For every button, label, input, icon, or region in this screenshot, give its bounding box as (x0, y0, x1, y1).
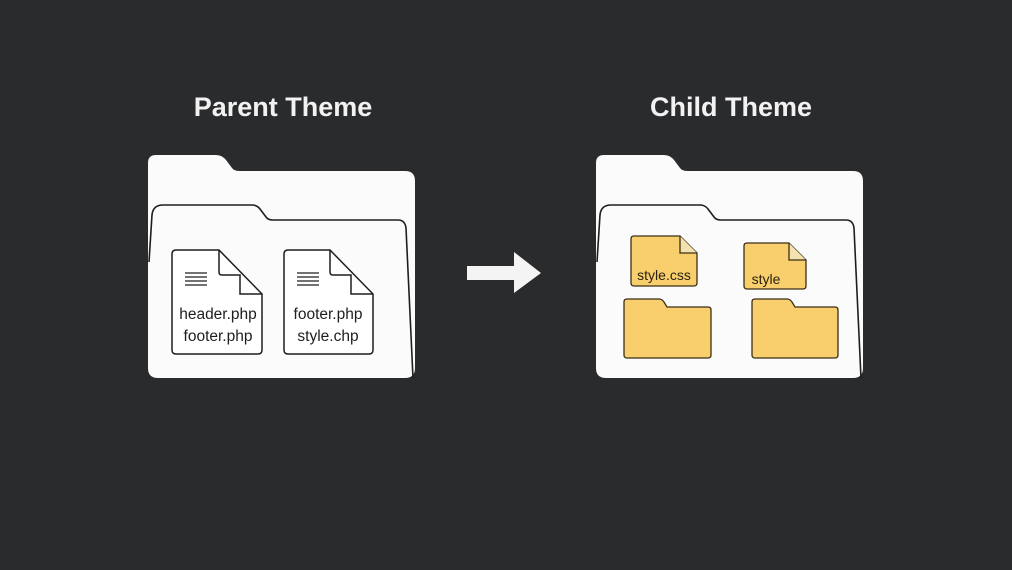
document-icon: footer.php style.chp (283, 249, 374, 355)
file-name: style.css (637, 267, 691, 283)
file-name: header.php (179, 306, 257, 323)
style-file-icon: style (743, 242, 807, 290)
css-file-icon: style.css (630, 235, 698, 287)
file-name: footer.php (184, 328, 253, 345)
parent-theme-title: Parent Theme (194, 92, 373, 122)
arrow-right-icon (467, 252, 541, 293)
child-theme-title: Child Theme (650, 92, 812, 122)
folder-icon (751, 298, 839, 359)
document-icon: header.php footer.php (171, 249, 263, 355)
folder-icon (623, 298, 712, 359)
file-name: style.chp (297, 328, 358, 345)
file-name: footer.php (294, 306, 363, 323)
file-name: style (752, 271, 781, 287)
